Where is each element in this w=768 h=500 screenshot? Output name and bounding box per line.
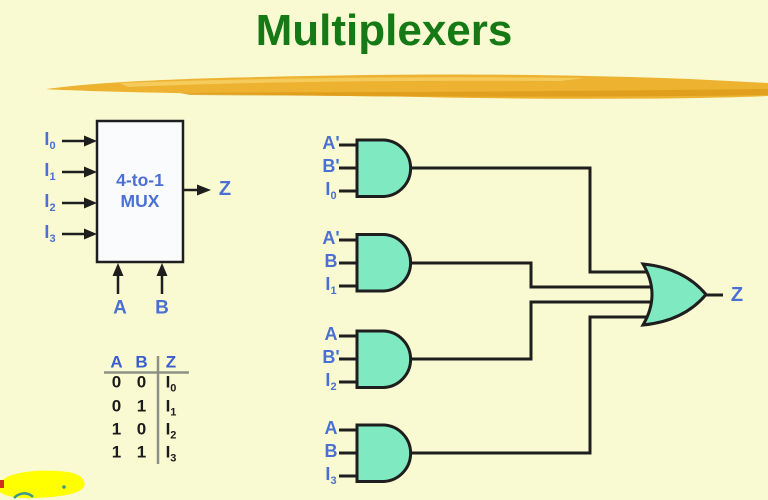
truth-table-header-a: A [110, 352, 123, 372]
mux-select-arrows [112, 263, 168, 294]
truth-table-row-1: 0 0 I0 [104, 374, 188, 395]
gate3-input-label-1: A [324, 324, 338, 344]
teal-dot [62, 485, 66, 489]
cell-b: 1 [136, 396, 147, 415]
mux-box-label: 4-to-1 MUX [116, 170, 164, 212]
cell-z: I0 [165, 372, 177, 395]
truth-table-header-b: B [135, 352, 148, 372]
truth-table-row-4: 1 1 I3 [104, 444, 188, 465]
and-gate-2 [355, 233, 413, 293]
mux-input-label-i1: I1 [44, 160, 56, 183]
mux-input-label-i0: I0 [44, 129, 56, 152]
red-speck [0, 480, 4, 488]
brush-stroke-underline [46, 74, 768, 99]
cell-a: 0 [111, 396, 122, 415]
mux-box-label-line1: 4-to-1 [116, 170, 164, 190]
cell-z: I3 [165, 442, 177, 465]
mux-output-arrow [183, 184, 211, 196]
mux-input-label-i3: I3 [44, 222, 56, 245]
mux-input-arrows [62, 139, 85, 236]
truth-table-header: A B Z [104, 354, 188, 371]
wire-gate4-to-or [412, 315, 658, 455]
and-gate-1 [355, 138, 413, 198]
or-output-label: Z [730, 284, 744, 306]
gate1-input-label-1: A' [322, 133, 340, 153]
cell-b: 0 [136, 372, 147, 392]
cell-a: 0 [111, 372, 122, 392]
cell-a: 1 [111, 442, 122, 462]
gate4-input-label-2: B [324, 441, 338, 461]
gate1-input-label-3: I0 [325, 179, 337, 202]
wire-gate2-to-or [412, 261, 658, 289]
mux-box-label-line2: MUX [120, 191, 160, 211]
gate1-input-label-2: B' [322, 156, 340, 176]
and-gate-4 [355, 423, 413, 483]
cell-z: I1 [165, 396, 177, 418]
mux-select-label-a: A [113, 297, 127, 319]
wire-gate1-to-or [412, 166, 658, 274]
mux-output-label: Z [218, 178, 232, 200]
gate2-input-label-3: I1 [325, 274, 337, 297]
or-gate [640, 262, 708, 327]
cell-b: 1 [136, 442, 147, 462]
wires [412, 166, 723, 455]
truth-table-row-2: 0 1 I1 [104, 397, 188, 418]
gate4-input-label-3: I3 [325, 464, 337, 487]
highlighter-blob [0, 470, 85, 499]
mux-box [95, 119, 185, 264]
mux-input-label-i2: I2 [44, 191, 56, 214]
gate4-input-label-1: A [324, 418, 338, 438]
cell-a: 1 [111, 419, 122, 439]
cell-z: I2 [165, 419, 177, 442]
gate3-input-label-2: B' [322, 347, 340, 367]
teal-smudge [13, 492, 34, 499]
and-gate-3 [355, 329, 413, 389]
page-title: Multiplexers [255, 6, 513, 55]
and-gate-input-stubs [339, 143, 358, 478]
gate2-input-label-1: A' [322, 228, 340, 248]
cell-b: 0 [136, 419, 147, 439]
gate2-input-label-2: B [324, 251, 338, 271]
mux-input-arrowheads [84, 135, 97, 240]
truth-table-header-z: Z [165, 352, 177, 372]
truth-table-row-3: 1 0 I2 [104, 421, 188, 442]
gate3-input-label-3: I2 [325, 370, 337, 393]
wire-gate3-to-or [412, 300, 658, 361]
mux-select-label-b: B [155, 297, 169, 319]
mux-block [62, 119, 211, 294]
